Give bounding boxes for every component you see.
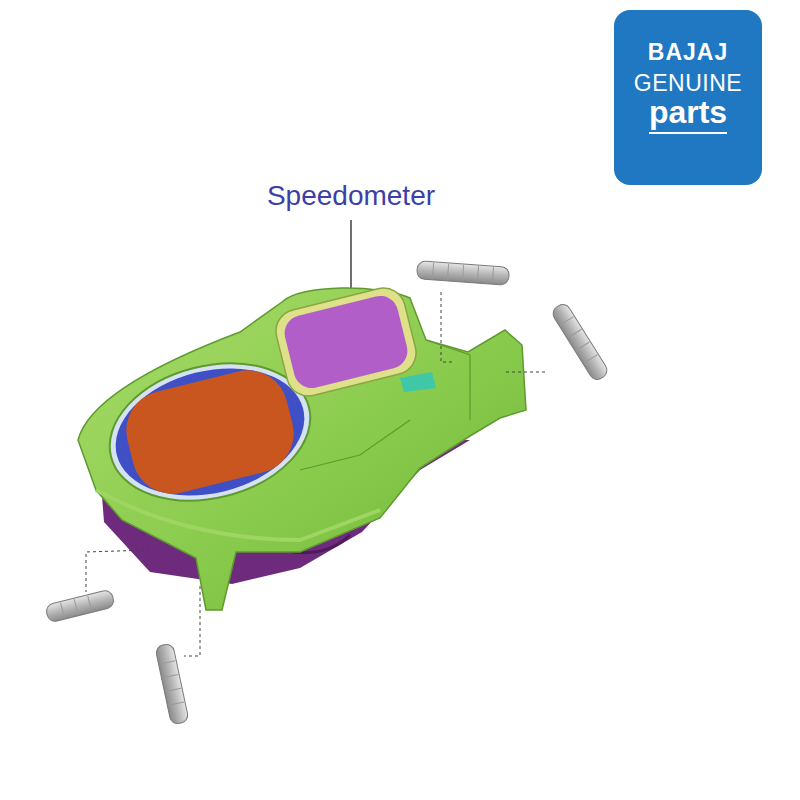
pin-leader — [506, 372, 548, 373]
leader-line — [350, 220, 351, 291]
logo-text: parts — [649, 95, 727, 134]
dial-face — [118, 362, 302, 503]
pin-leader — [86, 550, 150, 592]
logo-text: GENUINE — [634, 71, 742, 96]
housing-rim — [96, 490, 380, 540]
housing-edge — [300, 420, 410, 470]
pin-leaders — [86, 292, 548, 656]
screw-pin — [155, 643, 189, 725]
logo-badge: BAJAJ GENUINEparts — [614, 10, 762, 185]
screen-group — [271, 283, 420, 400]
screen-bezel — [271, 283, 420, 400]
screw-pin — [45, 589, 115, 623]
logo-text: BAJAJ — [648, 40, 728, 65]
screw-pin — [416, 261, 509, 285]
pins — [45, 261, 610, 725]
pin-leader — [184, 586, 200, 656]
part-name: Speedometer — [267, 181, 435, 212]
screw-pin — [550, 302, 610, 383]
screen-face — [281, 292, 411, 392]
indicator-patch — [400, 372, 436, 392]
speedometer-housing — [78, 288, 526, 610]
pin-leader — [441, 292, 452, 362]
